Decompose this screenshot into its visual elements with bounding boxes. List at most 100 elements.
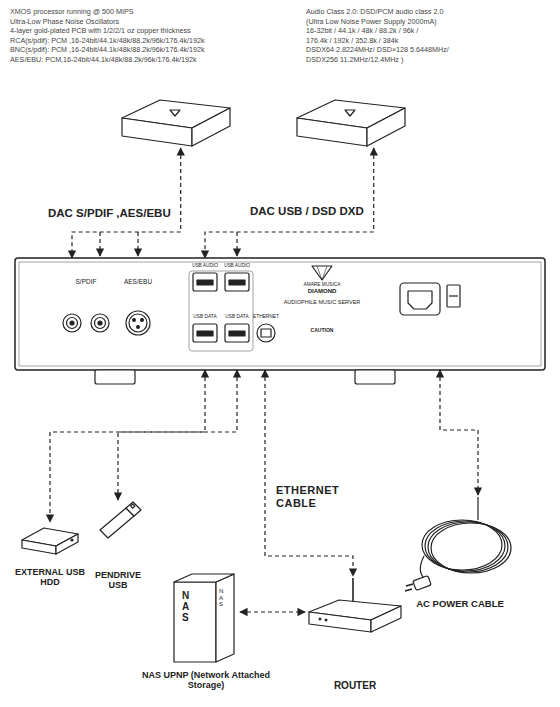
signal-drop [236, 232, 237, 256]
power-cord [420, 556, 424, 578]
signal-drop [99, 232, 100, 256]
device-heading: PENDRIVE USB [88, 570, 148, 591]
router-side [371, 606, 401, 632]
rca-connector [91, 314, 109, 332]
power-inlet [400, 283, 440, 315]
spec-line: DSDX64 2.8224MHz/ DSD×128 5.6448MHz/ [306, 46, 449, 54]
usb-tongue [197, 331, 213, 336]
xlr-pin [133, 319, 136, 322]
hdd-front [22, 540, 56, 554]
xlr-pin [141, 319, 144, 322]
device-heading: DAC USB / DSD DXD [250, 205, 364, 218]
cable-connector [205, 148, 374, 258]
xlr-pin [137, 326, 140, 329]
power-switch [449, 295, 458, 296]
signal-drop [137, 232, 138, 256]
dac-front [122, 118, 192, 146]
music-server-panel: S/PDIFAES/EBUUSB AUDIOUSB AUDIOUSB DATAU… [15, 258, 545, 370]
pendrive-plug [126, 502, 141, 516]
usb-tongue [197, 280, 213, 285]
router-led [319, 618, 321, 620]
rca-connector [95, 318, 106, 329]
nas-front [174, 582, 216, 662]
brand-logo [317, 266, 322, 280]
usb-port [225, 273, 249, 291]
cable-connector [72, 148, 181, 258]
pendrive-body [100, 508, 134, 538]
rear-panel [15, 258, 545, 370]
port-label: ETHERNET [250, 314, 282, 320]
router-antenna [352, 578, 354, 602]
dac-logo [345, 110, 355, 116]
hdd-led [71, 539, 73, 541]
nas-box: NASNASNAS UPNP (Network Attached Storage… [172, 572, 240, 664]
device-heading: ROUTER [305, 680, 405, 692]
panel-label: S/PDIF [56, 278, 116, 285]
nas-top [174, 574, 234, 582]
dac-logo [170, 110, 180, 116]
brand-name: AMARE MUSICA [287, 282, 357, 288]
dac-front [297, 118, 367, 146]
brand-name: DIAMOND [287, 288, 357, 295]
foot [355, 370, 395, 384]
usb-port [193, 273, 217, 291]
dac-unit: DAC USB / DSD DXD [295, 98, 407, 148]
nas-side [216, 574, 234, 662]
spec-line: Audio Class 2.0: DSD/PCM audio class 2.0 [306, 8, 443, 16]
rca-pin [98, 321, 102, 325]
cable-connector [265, 370, 353, 576]
device-heading: DAC S/PDIF ,AES/EBU [48, 207, 171, 220]
spec-line: RCA(s/pdif): PCM ,16-24bit/44.1k/48k/88.… [10, 37, 205, 45]
spec-line: DSDX256 11.2MHz/12.4MHz ) [306, 56, 403, 64]
router-front [309, 612, 371, 632]
plug-prong [406, 584, 413, 586]
port-plate [189, 271, 253, 351]
panel-label: AUDIOPHILE MUSIC SERVER [277, 299, 367, 305]
router: ROUTER [305, 576, 405, 642]
power-inlet [408, 291, 432, 309]
ethernet-socket [261, 329, 271, 337]
nas-mark: NAS [182, 590, 192, 623]
bnc-connector [67, 318, 78, 329]
usb-tongue [229, 331, 245, 336]
spec-line: 4-layer gold-plated PCB with 1/2/2/1 oz … [10, 27, 191, 35]
port-label: USB AUDIO [219, 263, 255, 269]
spec-line: XMOS processor running @ 500 MIPS [10, 8, 134, 16]
panel-label: AES/EBU [108, 278, 168, 285]
power-cable: AC POWER CABLE [405, 495, 515, 595]
spec-line: (Ultra Low Noise Power Supply 2000mA) [306, 18, 437, 26]
nas-mark: NAS [219, 588, 225, 608]
spec-line: Ultra-Low Phase Noise Oscillators [10, 18, 119, 26]
spec-line: 176.4k / 192k / 352.8k / 384k [306, 37, 398, 45]
foot [95, 370, 135, 384]
device-heading: EXTERNAL USB HDD [15, 567, 85, 588]
edge-label: ETHERNET CABLE [276, 484, 348, 509]
dac-side [367, 108, 405, 146]
brand-logo [322, 266, 327, 280]
panel-bezel [19, 262, 541, 366]
cable-connector [118, 370, 237, 500]
spec-line: AES/EBU: PCM,16-24bit/44.1k/48k/88.2k/96… [10, 56, 197, 64]
power-cord [477, 497, 478, 520]
dac-unit: DAC S/PDIF ,AES/EBU [120, 98, 232, 148]
spec-line: 16-32bit / 44.1k / 48k / 88.2k / 96k / [306, 27, 418, 35]
dac-side [192, 108, 230, 146]
usb-pendrive: PENDRIVE USB [92, 500, 144, 544]
device-heading: AC POWER CABLE [405, 599, 515, 610]
usb-hdd: EXTERNAL USB HDD [20, 522, 80, 560]
port-label: USB DATA [187, 314, 223, 320]
hdd-side [56, 534, 78, 554]
xlr-connector [126, 311, 150, 335]
device-heading: NAS UPNP (Network Attached Storage) [131, 670, 281, 691]
brand-logo [312, 266, 332, 280]
cable-connector [50, 370, 205, 522]
cable-connector [440, 370, 478, 495]
usb-port [225, 324, 249, 342]
panel-label: CAUTION [287, 328, 357, 334]
xlr-connector [129, 314, 147, 332]
bnc-connector [63, 314, 81, 332]
ethernet-port [257, 324, 275, 342]
port-label: USB AUDIO [187, 263, 223, 269]
cable-coil [431, 523, 511, 573]
pendrive-contact [131, 504, 135, 508]
